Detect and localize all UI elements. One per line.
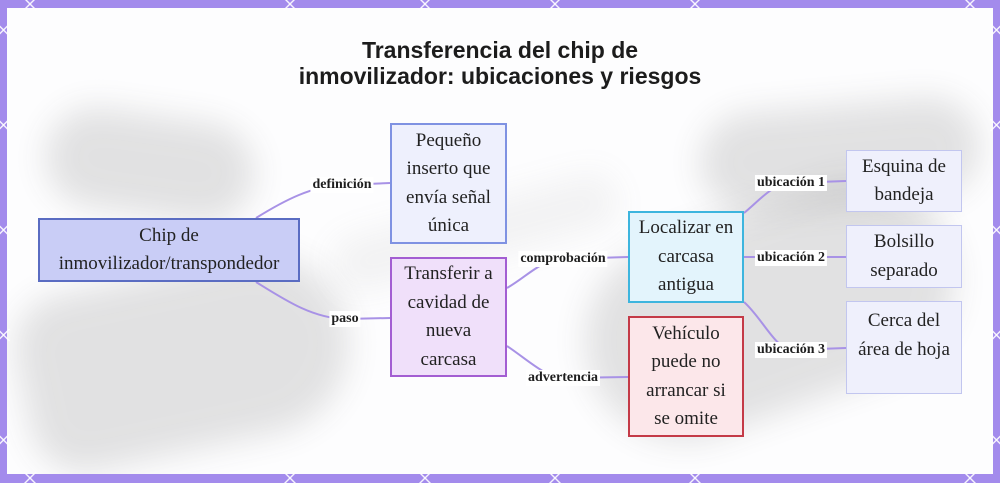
node-text: Bolsillo separado [870,231,938,281]
node-text: Transferir a cavidad de nueva carcasa [404,263,493,370]
node-localizar-carcasa: Localizar en carcasa antigua [628,211,744,303]
edge-label-definicion: definición [310,177,374,193]
node-esquina-bandeja: Esquina de bandeja [846,150,962,212]
node-text: Cerca del área de hoja [858,310,950,360]
edge-label-comprobacion: comprobación [518,251,608,267]
edge-label-ubicacion-2: ubicación 2 [754,250,828,266]
edge-paso [255,281,391,321]
node-chip-inmovilizador: Chip de inmovilizador/transpondedor [38,218,300,282]
node-text: Vehículo puede no arrancar si se omite [646,322,726,430]
node-vehiculo-advertencia: Vehículo puede no arrancar si se omite [628,316,744,437]
edge-label-ubicacion-1: ubicación 1 [754,175,828,191]
edge-label-paso: paso [329,311,361,327]
node-text: Chip de inmovilizador/transpondedor [58,224,280,275]
node-text: Pequeño inserto que envía señal única [406,129,491,237]
node-pequeno-inserto: Pequeño inserto que envía señal única [390,123,507,244]
node-text: Localizar en carcasa antigua [638,217,734,296]
edge-label-advertencia: advertencia [526,370,600,386]
diagram-title: Transferencia del chip de inmovilizador:… [298,37,702,89]
edge-label-ubicacion-3: ubicación 3 [754,342,828,358]
node-text: Esquina de bandeja [862,155,946,206]
node-bolsillo-separado: Bolsillo separado [846,225,962,288]
node-cerca-area-hoja: Cerca del área de hoja [846,301,962,394]
node-transferir-cavidad: Transferir a cavidad de nueva carcasa [390,257,507,377]
